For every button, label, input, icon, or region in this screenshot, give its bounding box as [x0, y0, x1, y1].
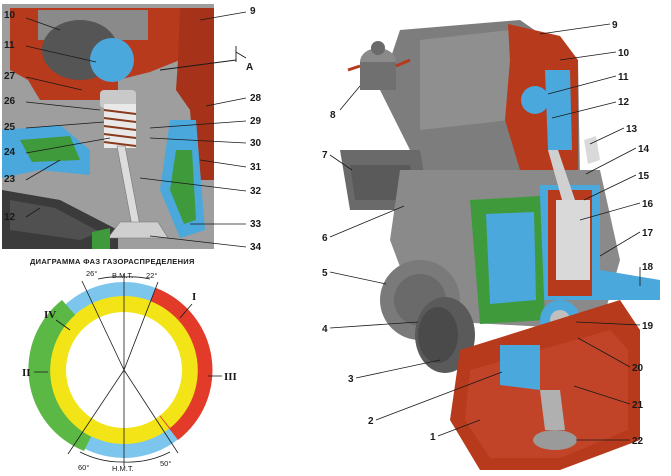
engine-label-7: 7	[322, 150, 328, 161]
detail-label-26: 26	[4, 96, 16, 107]
engine-label-6: 6	[322, 233, 328, 244]
engine-label-1: 1	[430, 432, 436, 443]
timing-radial-lines	[67, 274, 179, 466]
engine-label-15: 15	[638, 171, 650, 182]
engine-label-19: 19	[642, 321, 654, 332]
angle-22-label: 22°	[146, 271, 157, 280]
camshaft-lobe	[90, 38, 134, 82]
engine-label-20: 20	[632, 363, 644, 374]
engine-label-11: 11	[618, 72, 629, 83]
engine-label-2: 2	[368, 416, 374, 427]
engine-label-3: 3	[348, 374, 354, 385]
detail-label-29: 29	[250, 116, 262, 127]
angle-60-label: 60°	[78, 463, 89, 472]
engine-label-5: 5	[322, 268, 328, 279]
timing-diagram-caption: ДИАГРАММА ФАЗ ГАЗОРАСПРЕДЕЛЕНИЯ	[30, 257, 195, 266]
phase-label-iii: III	[224, 371, 237, 383]
detail-label-33: 33	[250, 219, 262, 230]
engine-label-17: 17	[642, 228, 654, 239]
engine-label-12: 12	[618, 97, 630, 108]
fuel-pump	[347, 41, 411, 90]
angle-50-label: 50°	[160, 459, 171, 468]
detail-label-31: 31	[250, 162, 262, 173]
bdc-label: Н.М.Т.	[112, 464, 134, 473]
engine-label-21: 21	[632, 400, 644, 411]
engine-label-9: 9	[612, 20, 618, 31]
phase-label-i: I	[192, 291, 196, 303]
detail-label-23: 23	[4, 174, 16, 185]
section-letter-a: A	[246, 62, 253, 73]
detail-label-34: 34	[250, 242, 262, 253]
engine-label-10: 10	[618, 48, 630, 59]
detail-label-11: 11	[4, 40, 15, 51]
detail-label-9: 9	[250, 6, 256, 17]
detail-label-32: 32	[250, 186, 262, 197]
cylinder-head-detail	[2, 4, 247, 249]
phase-label-ii: II	[22, 367, 31, 379]
engine-cutaway	[340, 20, 660, 470]
detail-labels: 10 11 27 26 25 24 23 12 9 28 29 30 31 32…	[4, 6, 262, 253]
detail-label-30: 30	[250, 138, 262, 149]
detail-label-10: 10	[4, 10, 16, 21]
engine-label-4: 4	[322, 324, 328, 335]
engine-label-8: 8	[330, 110, 336, 121]
detail-label-24: 24	[4, 147, 16, 158]
engine-label-16: 16	[642, 199, 654, 210]
valve-spring	[103, 104, 137, 148]
tdc-label: В.М.Т.	[112, 271, 133, 280]
phase-label-iv: IV	[44, 309, 56, 321]
detail-label-25: 25	[4, 122, 16, 133]
detail-label-28: 28	[250, 93, 262, 104]
engine-label-18: 18	[642, 262, 654, 273]
detail-label-12: 12	[4, 212, 16, 223]
engine-label-22: 22	[632, 436, 644, 447]
detail-label-27: 27	[4, 71, 16, 82]
angle-26-label: 26°	[86, 269, 97, 278]
engine-label-13: 13	[626, 124, 638, 135]
engine-labels: 9 10 11 12 13 14 15 16 17 18 19 20 21 22…	[322, 20, 654, 447]
valve-timing-diagram	[28, 274, 213, 466]
engine-label-14: 14	[638, 144, 650, 155]
